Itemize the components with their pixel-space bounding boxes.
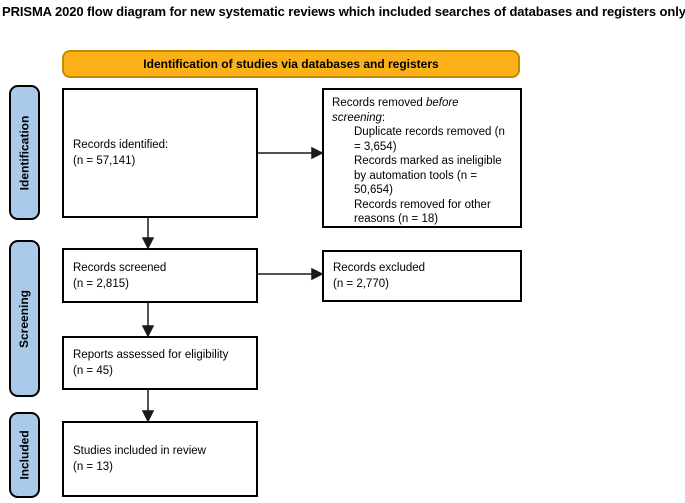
stage-screening-label: Screening <box>17 289 32 348</box>
reports-assessed-count: (n = 45) <box>73 365 113 377</box>
records-removed-suffix: : <box>381 111 386 124</box>
arrowhead-screened-to-assessed <box>141 325 155 338</box>
records-excluded-count: (n = 2,770) <box>333 278 389 290</box>
box-records-identified: Records identified: (n = 57,141) <box>62 88 258 218</box>
records-removed-item-automation: Records marked as ineligible by automati… <box>354 155 502 196</box>
box-studies-included: Studies included in review (n = 13) <box>62 421 258 497</box>
studies-included-line1: Studies included in review <box>73 445 206 457</box>
arrowhead-screened-to-excluded <box>311 267 324 281</box>
records-removed-item-duplicates: Duplicate records removed (n = 3,654) <box>354 126 505 153</box>
banner-label: Identification of studies via databases … <box>143 57 439 71</box>
arrowhead-identified-to-removed <box>311 146 324 160</box>
records-excluded-line1: Records excluded <box>333 262 426 274</box>
box-records-removed: Records removed before screening: Duplic… <box>322 88 522 228</box>
studies-included-count: (n = 13) <box>73 461 113 473</box>
stage-identification: Identification <box>9 85 40 220</box>
stage-included-label: Included <box>17 430 32 480</box>
stage-identification-label: Identification <box>17 115 32 190</box>
stage-included: Included <box>9 412 40 498</box>
box-records-excluded: Records excluded (n = 2,770) <box>322 250 522 302</box>
box-records-screened: Records screened (n = 2,815) <box>62 248 258 303</box>
reports-assessed-line1: Reports assessed for eligibility <box>73 349 229 361</box>
box-reports-assessed: Reports assessed for eligibility (n = 45… <box>62 336 258 390</box>
records-removed-prefix: Records removed <box>332 97 426 109</box>
records-removed-italic: before screening <box>332 97 459 124</box>
records-screened-line1: Records screened <box>73 261 167 274</box>
arrowhead-assessed-to-included <box>141 410 155 423</box>
records-removed-item-other: Records removed for other reasons (n = 1… <box>354 198 491 226</box>
arrowhead-identified-to-screened <box>141 237 155 250</box>
page-title: PRISMA 2020 flow diagram for new systema… <box>2 4 685 19</box>
banner-identification-via-databases: Identification of studies via databases … <box>62 50 520 78</box>
records-identified-count: (n = 57,141) <box>73 155 136 167</box>
records-removed-heading: Records removed before screening: <box>332 96 514 125</box>
records-screened-count: (n = 2,815) <box>73 277 129 290</box>
stage-screening: Screening <box>9 240 40 397</box>
records-identified-line1: Records identified: <box>73 139 169 151</box>
